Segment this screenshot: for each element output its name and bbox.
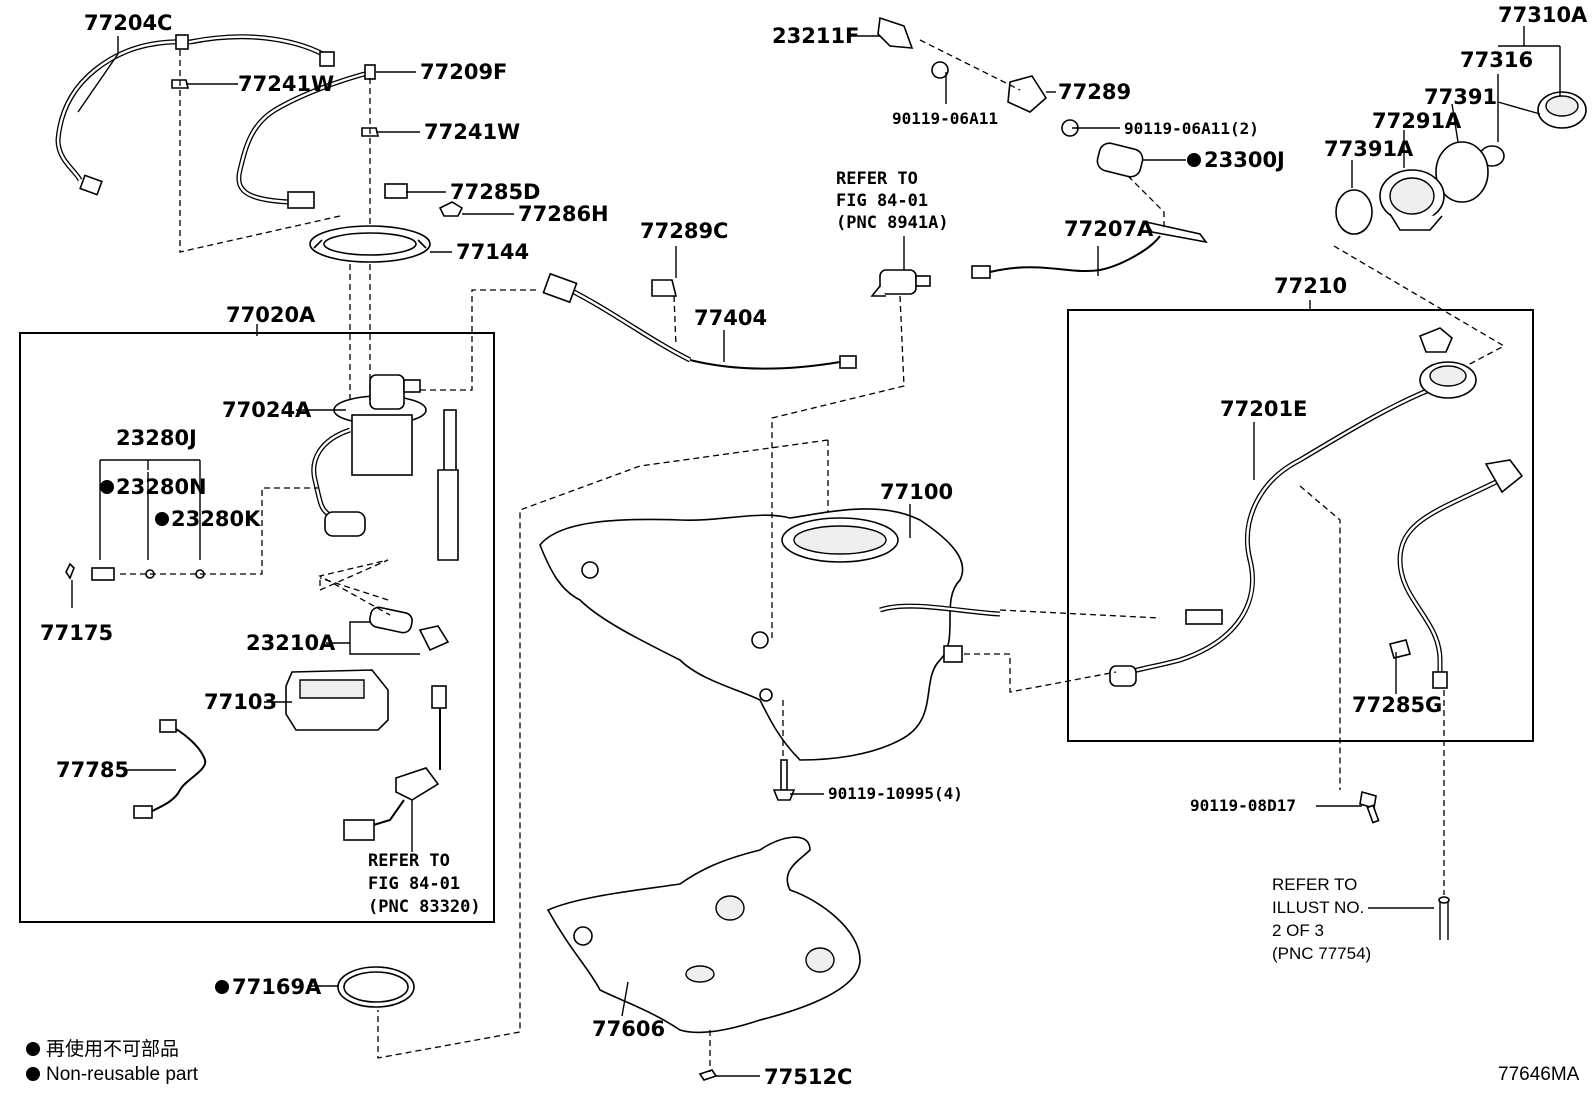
wire-harness-77209f-illustration xyxy=(236,64,376,209)
part-label-77289c[interactable]: 77289C xyxy=(640,219,728,243)
part-label-23280j[interactable]: 23280J xyxy=(116,426,197,450)
part-label-77310a[interactable]: 77310A xyxy=(1498,3,1588,27)
ring-77391-illustration xyxy=(1435,141,1489,203)
clip-77285d-illustration xyxy=(384,183,408,199)
part-label-77103[interactable]: 77103 xyxy=(204,690,277,714)
part-label-77201e[interactable]: 77201E xyxy=(1220,397,1307,421)
tank-protector-77606-illustration xyxy=(546,836,861,1034)
legend-text-ja: 再使用不可部品 xyxy=(46,1038,179,1060)
ring-77391a-illustration xyxy=(1335,189,1373,235)
part-label-23300j[interactable]: 23300J xyxy=(1204,148,1285,172)
hose-77207a-illustration xyxy=(971,220,1208,279)
non-reusable-marker-23280k xyxy=(155,512,169,526)
part-label-77241w-b[interactable]: 77241W xyxy=(424,120,520,144)
group-label-77210[interactable]: 77210 xyxy=(1274,274,1347,298)
part-label-77289[interactable]: 77289 xyxy=(1058,80,1131,104)
vent-tube-illustration xyxy=(1397,459,1524,689)
non-reusable-marker-77169a xyxy=(215,980,229,994)
bracket-77289-illustration xyxy=(1007,75,1079,137)
canister-filter-23300j-illustration xyxy=(1096,142,1144,178)
part-label-90119-08d17[interactable]: 90119-08D17 xyxy=(1190,796,1296,815)
refer-note-83320-line1: REFER TO xyxy=(368,851,450,871)
non-reusable-marker-23280n xyxy=(100,480,114,494)
part-label-23280n[interactable]: 23280N xyxy=(116,475,207,499)
part-label-23210a[interactable]: 23210A xyxy=(246,631,336,655)
part-label-77144[interactable]: 77144 xyxy=(456,240,529,264)
refer-note-8941a-line2: FIG 84-01 xyxy=(836,191,928,211)
part-label-77785[interactable]: 77785 xyxy=(56,758,129,782)
pipe-stub-illustration xyxy=(1438,896,1450,940)
bracket-23211f-illustration xyxy=(877,16,949,79)
part-label-77175[interactable]: 77175 xyxy=(40,621,113,645)
hose-77404-illustration xyxy=(542,272,857,370)
part-label-77404[interactable]: 77404 xyxy=(694,306,767,330)
refer-note-77754-line2: ILLUST NO. xyxy=(1272,898,1364,917)
legend-marker-ja xyxy=(26,1042,40,1056)
group-label-77020a[interactable]: 77020A xyxy=(226,303,316,327)
part-label-77169a[interactable]: 77169A xyxy=(232,975,322,999)
part-label-77291a[interactable]: 77291A xyxy=(1372,109,1462,133)
non-reusable-marker-23300j xyxy=(1187,153,1201,167)
fuel-sender-rod-illustration xyxy=(437,409,459,561)
refer-note-77754-line4: (PNC 77754) xyxy=(1272,944,1371,963)
fuel-filter-23210a-illustration xyxy=(369,606,450,652)
part-label-77316[interactable]: 77316 xyxy=(1460,48,1533,72)
pressure-regulator-23280j-illustration xyxy=(65,562,205,581)
legend-marker-en xyxy=(26,1067,40,1081)
filler-pipe-77201e-illustration xyxy=(1109,327,1477,687)
part-label-77285g[interactable]: 77285G xyxy=(1352,693,1442,717)
part-label-77209f[interactable]: 77209F xyxy=(420,60,507,84)
part-label-77391a[interactable]: 77391A xyxy=(1324,137,1414,161)
refer-note-77754-line3: 2 OF 3 xyxy=(1272,921,1324,940)
retainer-ring-77144-illustration xyxy=(309,225,431,263)
part-label-77391[interactable]: 77391 xyxy=(1424,85,1497,109)
bolt-90119-10995-illustration xyxy=(772,759,796,801)
dashed-connectors xyxy=(120,39,1506,1072)
clamp-77289c-illustration xyxy=(651,279,678,297)
filler-pipe-assembly-box xyxy=(1067,309,1534,742)
part-label-77241w-a[interactable]: 77241W xyxy=(238,72,334,96)
refer-note-83320-line2: FIG 84-01 xyxy=(368,874,460,894)
valve-8941a-illustration xyxy=(870,269,931,297)
leader-lines xyxy=(71,26,1561,1077)
wire-harness-77204c-illustration xyxy=(55,34,335,196)
filter-case-77103-illustration xyxy=(285,669,389,731)
part-label-77285d[interactable]: 77285D xyxy=(450,180,541,204)
part-label-90119-06a11-2[interactable]: 90119-06A11(2) xyxy=(1124,119,1259,138)
part-label-77024a[interactable]: 77024A xyxy=(222,398,312,422)
clip-77285g-illustration xyxy=(1389,639,1411,659)
part-label-77204c[interactable]: 77204C xyxy=(84,11,172,35)
part-label-90119-10995-4[interactable]: 90119-10995(4) xyxy=(828,784,963,803)
sender-gauge-illustration xyxy=(343,685,447,841)
wire-77785-illustration xyxy=(133,719,207,819)
refer-note-8941a-line3: (PNC 8941A) xyxy=(836,213,949,233)
part-label-23211f[interactable]: 23211F xyxy=(772,24,859,48)
part-label-90119-06a11[interactable]: 90119-06A11 xyxy=(892,109,998,128)
refer-note-8941a-line1: REFER TO xyxy=(836,169,918,189)
clip-77286h-illustration xyxy=(438,201,464,217)
part-label-77286h[interactable]: 77286H xyxy=(518,202,609,226)
part-label-77606[interactable]: 77606 xyxy=(592,1017,665,1041)
fuel-cap-77310a-illustration xyxy=(1497,91,1587,129)
refer-note-83320-line3: (PNC 83320) xyxy=(368,897,481,917)
refer-note-77754-line1: REFER TO xyxy=(1272,875,1357,894)
bolt-90119-08d17-illustration xyxy=(1359,790,1380,824)
legend-text-en: Non-reusable part xyxy=(46,1064,199,1085)
filler-neck-77291a-illustration xyxy=(1379,169,1445,231)
part-label-77100[interactable]: 77100 xyxy=(880,480,953,504)
part-label-77207a[interactable]: 77207A xyxy=(1064,217,1154,241)
part-label-23280k[interactable]: 23280K xyxy=(171,507,261,531)
fuel-pump-77024a-illustration xyxy=(311,374,427,537)
fuel-tank-77100-illustration xyxy=(539,508,1001,761)
diagram-code: 77646MA xyxy=(1498,1064,1580,1085)
part-label-77512c[interactable]: 77512C xyxy=(764,1065,852,1089)
clip-77512c-illustration xyxy=(698,1069,718,1081)
